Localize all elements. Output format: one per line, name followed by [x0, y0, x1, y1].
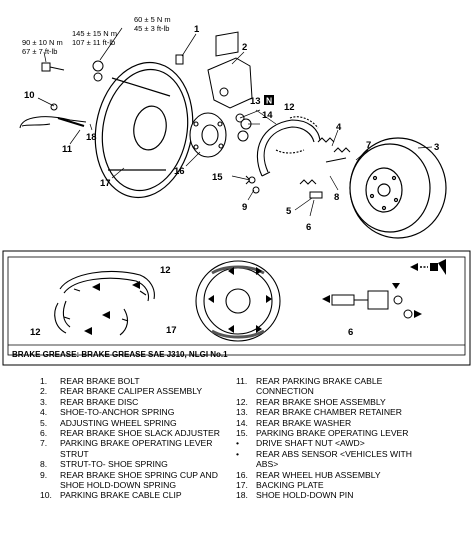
- legend-column-left: 1.REAR BRAKE BOLT 2.REAR BRAKE CALIPER A…: [40, 376, 230, 501]
- legend-item: 14.REAR BRAKE WASHER: [236, 417, 352, 428]
- brake-caliper: [207, 31, 253, 109]
- torque-line: 145 ± 15 N m: [72, 29, 117, 38]
- parking-brake-cable: [19, 103, 87, 129]
- tighten-new-nut-badge: N: [264, 95, 274, 106]
- legend-item: 1.REAR BRAKE BOLT: [40, 376, 140, 386]
- torque-spec-backing-bolt: 90 ± 10 N m 67 ± 7 ft-lb: [22, 38, 63, 56]
- legend-item: 8.STRUT-TO- SHOE SPRING: [40, 459, 168, 470]
- callout-5: 5: [286, 206, 292, 217]
- callout-10: 10: [24, 90, 35, 101]
- badge-letter: N: [266, 96, 272, 106]
- legend-item: 15.PARKING BRAKE OPERATING LEVER: [236, 428, 409, 439]
- leader-lines: [37, 27, 433, 217]
- legend-item: 13.REAR BRAKE CHAMBER RETAINER: [236, 407, 402, 418]
- callout-9: 9: [242, 202, 247, 213]
- torque-line: 107 ± 11 ft-lb: [72, 38, 115, 47]
- torque-line: 45 ± 3 ft-lb: [134, 24, 169, 33]
- retainer-and-washer: [235, 113, 252, 142]
- backing-plate-bolt: [41, 62, 65, 72]
- legend-item: 12.REAR BRAKE SHOE ASSEMBLY: [236, 396, 386, 407]
- callout-17: 17: [100, 178, 111, 189]
- detail-callout-17: 17: [166, 325, 177, 336]
- torque-line: 90 ± 10 N m: [22, 38, 63, 47]
- detail-callout-12-top: 12: [160, 265, 171, 276]
- grease-point-arrows: [84, 267, 422, 335]
- legend-item: 5.ADJUSTING WHEEL SPRING: [40, 417, 177, 428]
- brake-shoe-detail: [54, 270, 155, 336]
- legend-item: 6.REAR BRAKE SHOE SLACK ADJUSTER: [40, 428, 220, 439]
- callout-8: 8: [334, 192, 339, 203]
- callout-3: 3: [434, 142, 439, 153]
- grease-symbol-icon: [410, 259, 446, 275]
- legend-item: •DRIVE SHAFT NUT <AWD>: [236, 438, 365, 449]
- callout-2: 2: [242, 42, 247, 53]
- torque-spec-hub-bolt: 145 ± 15 N m 107 ± 11 ft-lb: [72, 29, 117, 47]
- callout-11: 11: [62, 144, 73, 155]
- brake-disc: [349, 137, 447, 239]
- torque-line: 67 ± 7 ft-lb: [22, 47, 57, 56]
- callout-4: 4: [336, 122, 342, 133]
- callout-16: 16: [174, 166, 185, 177]
- springs-and-adjuster: [245, 137, 351, 199]
- exploded-view-diagram: 60 ± 5 N m 45 ± 3 ft-lb 145 ± 15 N m 107…: [19, 15, 447, 239]
- legend-item: 3.REAR BRAKE DISC: [40, 396, 139, 407]
- legend-item: 18.SHOE HOLD-DOWN PIN: [236, 490, 354, 501]
- hub-bolt-washer: [92, 60, 104, 82]
- backing-plate: [94, 61, 194, 199]
- grease-specification-label: BRAKE GREASE: BRAKE GREASE SAE J310, NLG…: [12, 350, 228, 359]
- legend-column-right: 11.REAR PARKING BRAKE CABLE CONNECTION 1…: [236, 376, 416, 501]
- grease-detail-box: 12 12 17 6 BRAKE GREASE: BRAKE GREASE SA…: [2, 250, 471, 366]
- torque-line: 60 ± 5 N m: [134, 15, 171, 24]
- callout-12: 12: [284, 102, 295, 113]
- legend-item: 11.REAR PARKING BRAKE CABLE CONNECTION: [236, 376, 383, 397]
- detail-callout-12-left: 12: [30, 327, 41, 338]
- callout-1: 1: [194, 24, 200, 35]
- legend-item: 7.PARKING BRAKE OPERATING LEVER STRUT: [40, 438, 213, 459]
- legend-item: 10.PARKING BRAKE CABLE CLIP: [40, 490, 182, 501]
- legend-item: •REAR ABS SENSOR <VEHICLES WITH ABS>: [236, 448, 412, 470]
- legend-item: 17.BACKING PLATE: [236, 480, 324, 491]
- caliper-bolt: [175, 54, 184, 65]
- callout-6: 6: [306, 222, 311, 233]
- adjuster-detail: [331, 290, 413, 319]
- legend-item: 9.REAR BRAKE SHOE SPRING CUP AND SHOE HO…: [40, 469, 218, 491]
- callout-18: 18: [86, 132, 97, 143]
- legend-item: 16.REAR WHEEL HUB ASSEMBLY: [236, 469, 381, 480]
- legend-item: 4.SHOE-TO-ANCHOR SPRING: [40, 407, 175, 418]
- detail-callout-6: 6: [348, 327, 353, 338]
- callout-13: 13: [250, 96, 261, 107]
- wheel-hub: [189, 112, 227, 158]
- legend-item: 2.REAR BRAKE CALIPER ASSEMBLY: [40, 386, 203, 397]
- callout-7: 7: [366, 140, 371, 151]
- callout-15: 15: [212, 172, 223, 183]
- brake-shoe-assembly: [256, 116, 321, 177]
- callout-14: 14: [262, 110, 273, 121]
- torque-spec-caliper-bolt: 60 ± 5 N m 45 ± 3 ft-lb: [134, 15, 171, 33]
